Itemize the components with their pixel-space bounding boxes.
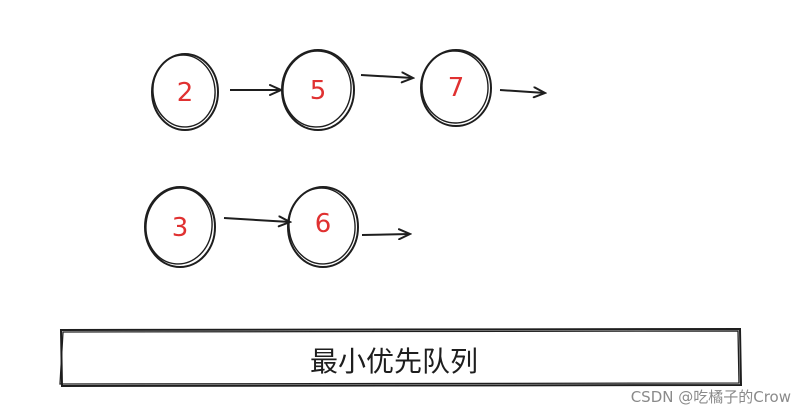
node-value: 5 (310, 76, 327, 106)
pointer-arrow (360, 75, 413, 78)
queue-label: 最小优先队列 (310, 345, 478, 378)
pointer-arrow (223, 218, 290, 222)
node-value: 2 (177, 78, 194, 108)
node-value: 6 (315, 209, 332, 239)
node-value: 7 (448, 73, 465, 103)
node-value: 3 (172, 213, 189, 243)
list-1: 2 5 7 (151, 49, 545, 131)
watermark: CSDN @吃橘子的Crow (630, 388, 791, 406)
pointer-arrow (499, 90, 545, 93)
list-2: 3 6 (144, 186, 410, 268)
list-node: 6 (287, 186, 359, 268)
list-node: 2 (151, 53, 219, 131)
pointer-arrow (361, 234, 410, 235)
list-node: 5 (281, 49, 355, 131)
list-node: 3 (144, 186, 216, 268)
priority-queue-box: 最小优先队列 (59, 327, 743, 388)
list-node: 7 (420, 49, 492, 127)
